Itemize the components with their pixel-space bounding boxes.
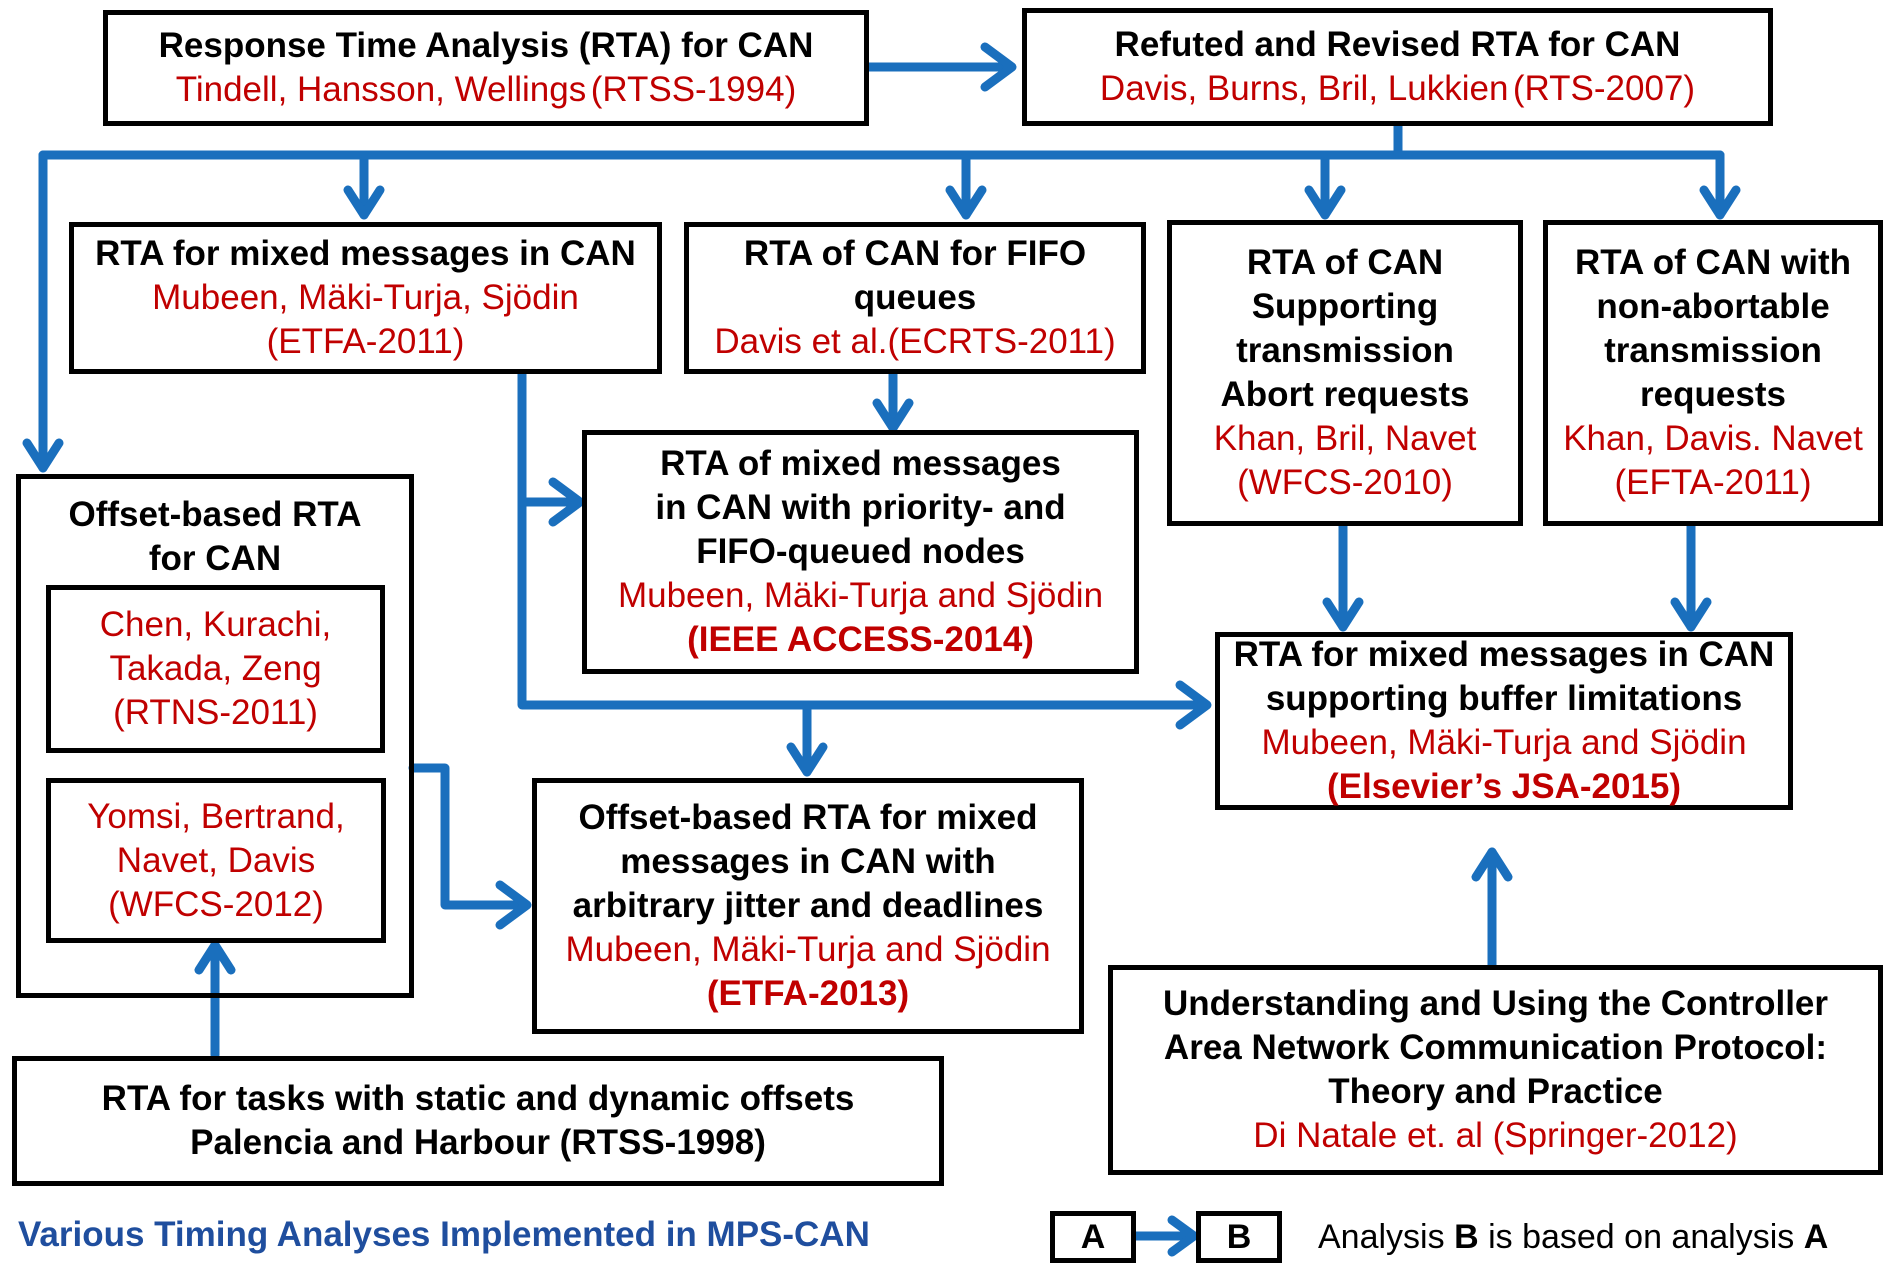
- node-title-line: Offset-based RTA for mixed: [578, 798, 1038, 837]
- legend-text-b: B: [1454, 1218, 1479, 1256]
- node-authors: Khan, Bril, Navet: [1213, 419, 1477, 458]
- arrow-2007-to-nonabort: [1699, 150, 1741, 220]
- node-authors-line: Takada, Zeng: [109, 649, 322, 688]
- node-authors: Mubeen, Mäki-Turja and Sjödin: [565, 930, 1051, 969]
- node-title-line: RTA of CAN with: [1574, 243, 1852, 282]
- arrow-2007-to-fifo: [945, 150, 987, 220]
- node-title-line: FIFO-queued nodes: [696, 532, 1025, 571]
- node-mixed-2011: RTA for mixed messages in CAN Mubeen, Mä…: [69, 222, 662, 374]
- node-venue: (ETFA-2013): [706, 974, 910, 1013]
- arrow-nonabort-to-jsa: [1670, 520, 1712, 632]
- arrow-2007-to-mixed: [343, 150, 385, 220]
- node-title-line: requests: [1640, 375, 1786, 414]
- arrow-springer-to-jsa: [1471, 847, 1513, 970]
- node-title-line: Offset-based RTA: [68, 495, 362, 534]
- node-authors-line: Chen, Kurachi,: [99, 605, 332, 644]
- node-venue: (RTSS-1994): [590, 70, 797, 109]
- node-etfa-2013: Offset-based RTA for mixed messages in C…: [532, 778, 1084, 1034]
- node-title-line: for CAN: [148, 539, 282, 578]
- node-wfcs-2012: Yomsi, Bertrand, Navet, Davis (WFCS-2012…: [46, 778, 386, 943]
- arrow-fifo-to-access: [872, 367, 914, 433]
- node-venue: (WFCS-2010): [1237, 463, 1453, 502]
- node-title-line: RTA of mixed messages: [660, 444, 1061, 483]
- legend-text-2: is based on analysis: [1478, 1218, 1804, 1256]
- node-fifo-2011: RTA of CAN for FIFO queues Davis et al.(…: [684, 222, 1146, 374]
- arrow-offset-to-etfa: [408, 763, 532, 930]
- node-title-line: RTA of CAN: [1246, 243, 1444, 282]
- node-title: RTA for mixed messages in CAN: [95, 234, 636, 273]
- node-title-line: queues: [853, 278, 977, 317]
- node-abort-2010: RTA of CAN Supporting transmission Abort…: [1167, 220, 1523, 526]
- node-title-line: messages in CAN with: [620, 842, 996, 881]
- arrow-abort-to-jsa: [1322, 520, 1364, 632]
- node-venue: (RTS-2007): [1512, 69, 1696, 108]
- node-title-line: RTA of CAN for FIFO: [743, 234, 1087, 273]
- legend-box-b: B: [1196, 1211, 1282, 1263]
- node-authors-line: Yomsi, Bertrand,: [87, 796, 345, 836]
- node-venue: (ETFA-2011): [266, 322, 465, 361]
- arrow-2007-to-offset: [22, 150, 64, 473]
- node-venue: (WFCS-2012): [108, 884, 324, 924]
- node-title-line: supporting buffer limitations: [1265, 679, 1743, 718]
- node-rtss-1998: RTA for tasks with static and dynamic of…: [12, 1056, 944, 1186]
- node-venue: (IEEE ACCESS-2014): [687, 620, 1034, 659]
- node-title-line: transmission: [1604, 331, 1822, 370]
- node-subtitle: Palencia and Harbour (RTSS-1998): [190, 1123, 766, 1162]
- legend-arrow: [1130, 1215, 1199, 1257]
- node-venue: (RTNS-2011): [113, 693, 318, 732]
- node-venue: (EFTA-2011): [1614, 463, 1812, 502]
- node-title-line: transmission: [1236, 331, 1454, 370]
- node-rtns-2011: Chen, Kurachi, Takada, Zeng (RTNS-2011): [46, 585, 385, 753]
- legend-text-a: A: [1803, 1218, 1829, 1256]
- node-authors-venue: Davis et al.(ECRTS-2011): [714, 322, 1116, 361]
- node-rta-can-1994: Response Time Analysis (RTA) for CAN Tin…: [103, 10, 869, 126]
- node-authors: Khan, Davis. Navet: [1563, 419, 1863, 458]
- node-springer-2012: Understanding and Using the Controller A…: [1108, 965, 1883, 1175]
- node-title: Refuted and Revised RTA for CAN: [1114, 25, 1681, 64]
- node-authors: Mubeen, Mäki-Turja and Sjödin: [1261, 723, 1747, 762]
- node-authors: Mubeen, Mäki-Turja, Sjödin: [152, 278, 579, 317]
- node-title-line: non-abortable: [1596, 287, 1830, 326]
- arrow-trunk-2007: [38, 120, 1725, 160]
- node-authors: Davis, Burns, Bril, Lukkien: [1099, 69, 1509, 108]
- arrow-mixed-to-access: [517, 367, 1210, 710]
- node-venue: (Elsevier’s JSA-2015): [1326, 767, 1682, 806]
- arrow-2007-to-abort: [1304, 150, 1346, 220]
- node-title-line: Theory and Practice: [1328, 1072, 1663, 1111]
- arrow-mixed-to-etfa: [786, 700, 828, 777]
- node-title-line: arbitrary jitter and deadlines: [572, 886, 1044, 925]
- node-nonabort-2011: RTA of CAN with non-abortable transmissi…: [1543, 220, 1883, 526]
- diagram-caption: Various Timing Analyses Implemented in M…: [18, 1215, 870, 1254]
- node-jsa-2015: RTA for mixed messages in CAN supporting…: [1215, 632, 1793, 810]
- node-authors: Tindell, Hansson, Wellings: [175, 70, 587, 109]
- node-authors-line: Navet, Davis: [116, 840, 316, 880]
- legend-text-1: Analysis: [1318, 1218, 1455, 1256]
- node-title-line: Understanding and Using the Controller: [1162, 984, 1829, 1023]
- node-offset-group: Offset-based RTA for CAN: [16, 474, 414, 998]
- legend-box-a: A: [1050, 1211, 1136, 1263]
- node-access-2014: RTA of mixed messages in CAN with priori…: [582, 430, 1139, 674]
- node-title: Response Time Analysis (RTA) for CAN: [158, 26, 814, 65]
- node-authors-venue: Di Natale et. al (Springer-2012): [1253, 1116, 1738, 1155]
- node-title-line: Area Network Communication Protocol:: [1163, 1028, 1828, 1067]
- node-revised-2007: Refuted and Revised RTA for CAN Davis, B…: [1022, 8, 1773, 126]
- arrow-1994-to-2007: [863, 42, 1017, 92]
- arrow-rtss-to-offset: [194, 940, 236, 1060]
- legend-text: Analysis B is based on analysis A: [1318, 1218, 1828, 1257]
- node-title-line: Supporting: [1251, 287, 1439, 326]
- arrow-mixed-to-jsa: [1175, 680, 1212, 730]
- node-authors: Mubeen, Mäki-Turja and Sjödin: [617, 576, 1104, 615]
- node-title-line: in CAN with priority- and: [655, 488, 1066, 527]
- node-title: RTA for tasks with static and dynamic of…: [101, 1079, 855, 1118]
- node-title-line: RTA for mixed messages in CAN: [1233, 635, 1775, 674]
- node-title-line: Abort requests: [1220, 375, 1470, 414]
